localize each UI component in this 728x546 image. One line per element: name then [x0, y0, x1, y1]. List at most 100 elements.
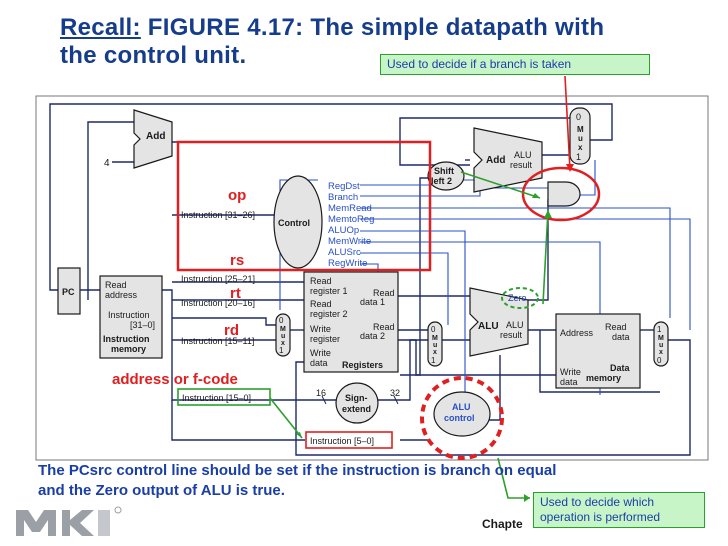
sign-extend-1: Sign-	[345, 393, 368, 403]
mux-mem-to-reg-1: 1	[657, 325, 662, 334]
mux-pc-src-1: 1	[576, 152, 581, 162]
imem-read: Read	[105, 280, 127, 290]
title-line2: the control unit.	[60, 42, 247, 69]
imem-name-2: memory	[111, 344, 146, 354]
callout-alu-op-line2: operation is performed	[540, 510, 661, 524]
footer-chapter: Chapte	[482, 517, 523, 531]
publisher-logo	[16, 506, 122, 536]
callout-branch-taken: Used to decide if a branch is taken	[380, 54, 650, 75]
mux-reg-dst-x: x	[281, 340, 285, 347]
signal-memread: MemRead	[328, 203, 372, 214]
dmem-write-2: data	[560, 377, 578, 387]
reg-write-b: register	[310, 334, 340, 344]
alu-main-label: ALU	[478, 321, 499, 332]
label-address-fcode: address or f-code	[112, 371, 238, 388]
mux-reg-dst-m: M	[280, 326, 286, 333]
zero-highlight	[501, 287, 539, 309]
slide-title: Recall: FIGURE 4.17: The simple datapath…	[60, 14, 700, 70]
mux-alu-src-0: 0	[431, 325, 436, 334]
mux-reg-dst-0: 0	[279, 316, 284, 325]
mux-alu-src-m: M	[432, 335, 438, 342]
mux-reg-dst-u: u	[281, 333, 285, 340]
dmem-name-2: memory	[586, 373, 621, 383]
control-label: Control	[278, 218, 310, 228]
mux-pc-src: 0 M u x 1	[569, 107, 591, 165]
and-highlight	[521, 166, 601, 222]
dmem-read-2: data	[612, 332, 630, 342]
pc-label: PC	[62, 287, 75, 297]
instr-20-16: Instruction [20–16]	[181, 298, 255, 308]
data-memory: Address Read data Write data Data memory	[555, 313, 641, 389]
signal-memtoreg: MemtoReg	[328, 214, 374, 225]
alu-control: ALU control	[433, 391, 491, 437]
signal-alusrc: ALUSrc	[328, 247, 361, 258]
reg-rdata2-a: Read	[373, 322, 395, 332]
reg-read1-a: Read	[310, 276, 332, 286]
alu-result-1: ALU	[506, 320, 524, 330]
slide-caption: The PCsrc control line should be set if …	[38, 461, 698, 501]
caption-line2: and the Zero output of ALU is true.	[38, 482, 285, 499]
dmem-read-1: Read	[605, 322, 627, 332]
mux-mem-to-reg: 1 M u x 0	[653, 321, 669, 367]
mux-alu-src-u: u	[433, 342, 437, 349]
alu-control-1: ALU	[452, 402, 471, 412]
instruction-memory: Read address Instruction [31–0] Instruct…	[99, 275, 163, 359]
mux-pc-src-0: 0	[576, 112, 581, 122]
instr-15-0-box	[177, 388, 271, 406]
alu-zero: Zero	[508, 293, 527, 303]
imem-name-1: Instruction	[103, 334, 150, 344]
instr-5-0-box	[305, 431, 393, 449]
shift-left-block: Shift left 2	[427, 161, 465, 191]
main-alu: ALU ALU result	[469, 287, 529, 357]
imem-instruction: Instruction	[108, 310, 150, 320]
reg-rdata1-a: Read	[373, 288, 395, 298]
shift-left-label-2: left 2	[431, 176, 452, 186]
sign-extend: Sign- extend	[335, 382, 379, 424]
imem-range: [31–0]	[130, 320, 155, 330]
add-right-result: result	[510, 160, 533, 170]
signal-branch: Branch	[328, 192, 358, 203]
alu-control-2: control	[444, 413, 475, 423]
title-line1: FIGURE 4.17: The simple datapath with	[140, 14, 605, 41]
dmem-name-1: Data	[610, 363, 631, 373]
pc-register: PC	[57, 267, 81, 315]
mux-alu-src: 0 M u x 1	[427, 321, 443, 367]
mux-mem-to-reg-0: 0	[657, 356, 662, 365]
reg-wdata-b: data	[310, 358, 328, 368]
reg-write-a: Write	[310, 324, 331, 334]
mux-reg-dst: 0 M u x 1	[275, 313, 291, 357]
register-file: Read register 1 Read register 2 Write re…	[303, 271, 399, 373]
bits-16: 16	[316, 388, 326, 398]
add-left-label: Add	[146, 131, 165, 142]
sign-extend-2: extend	[342, 404, 371, 414]
mux-pc-src-u: u	[578, 134, 583, 143]
reg-wdata-a: Write	[310, 348, 331, 358]
label-rd: rd	[224, 322, 239, 339]
label-op: op	[228, 187, 246, 204]
control-unit: Control	[273, 175, 323, 269]
reg-rdata2-b: data 2	[360, 331, 385, 341]
add-right-label: Add	[486, 155, 505, 166]
mux-mem-to-reg-u: u	[659, 342, 663, 349]
callout-alu-op-line1: Used to decide which	[540, 495, 655, 509]
add-right-block: Add ALU result	[473, 127, 543, 193]
instr-25-21: Instruction [25–21]	[181, 274, 255, 284]
dmem-write-1: Write	[560, 367, 581, 377]
control-signals: RegDst Branch MemRead MemtoReg ALUOp Mem…	[328, 181, 374, 269]
mux-mem-to-reg-x: x	[659, 349, 663, 356]
mux-mem-to-reg-m: M	[658, 335, 664, 342]
signal-regwrite: RegWrite	[328, 258, 367, 269]
caption-line1: The PCsrc control line should be set if …	[38, 462, 557, 479]
add-right-alu: ALU	[514, 150, 532, 160]
alu-control-highlight	[420, 376, 504, 460]
signal-memwrite: MemWrite	[328, 236, 371, 247]
shift-left-label-1: Shift	[434, 166, 454, 176]
add-left-block: Add	[133, 109, 173, 169]
signal-aluop: ALUOp	[328, 225, 359, 236]
signal-regdst: RegDst	[328, 181, 360, 192]
and-gate	[547, 181, 581, 207]
reg-read2-b: register 2	[310, 309, 348, 319]
imem-address: address	[105, 290, 138, 300]
dmem-address: Address	[560, 328, 594, 338]
label-rs: rs	[230, 252, 244, 269]
